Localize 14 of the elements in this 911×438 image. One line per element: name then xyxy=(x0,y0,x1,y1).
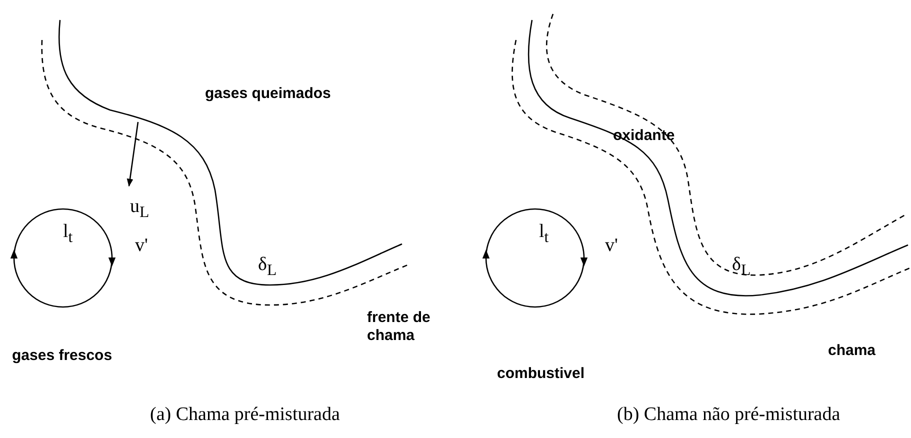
symbol-label: δ$_{L}$ xyxy=(258,255,277,280)
region-label: oxidante xyxy=(613,128,675,144)
region-label: combustivel xyxy=(497,366,585,382)
region-label: gases queimados xyxy=(205,86,331,102)
subfigure-caption: (b) Chama não pré-misturada xyxy=(617,405,840,426)
velocity-label: v' xyxy=(605,236,618,257)
velocity-label: v' xyxy=(135,236,148,257)
symbol-label: l$_{t}$ xyxy=(63,222,73,246)
region-label: chama xyxy=(828,343,876,360)
region-label: frente de chama xyxy=(367,309,432,345)
symbol-label: l$_{t}$ xyxy=(539,222,549,246)
subfigure-caption: (a) Chama pré-misturada xyxy=(150,405,340,426)
symbol-label: u$_{L}$ xyxy=(130,197,150,222)
region-label: gases frescos xyxy=(12,348,112,364)
